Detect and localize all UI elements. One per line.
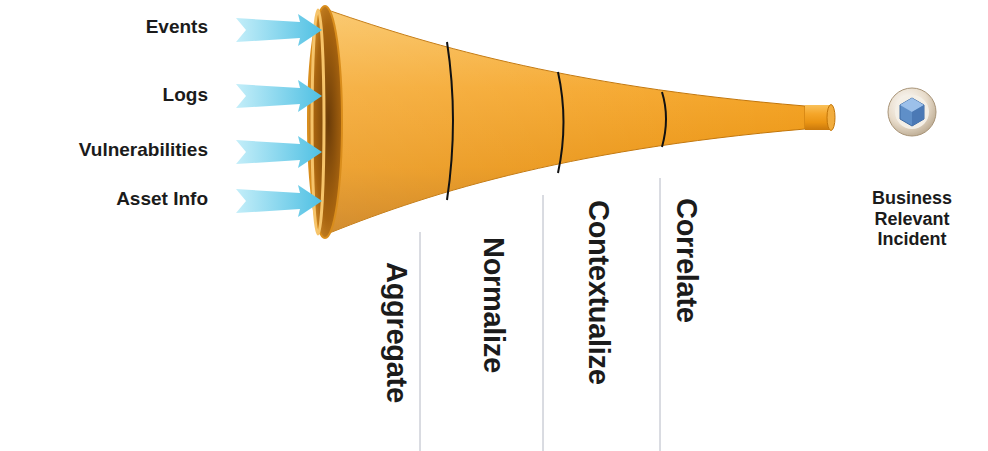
stage-dividers — [447, 42, 666, 200]
stage-label: Normalize — [477, 237, 509, 373]
input-label: Logs — [20, 85, 208, 106]
incident-node: Business Relevant Incident — [852, 84, 972, 250]
funnel-body — [308, 6, 835, 238]
input-label: Vulnerabilities — [20, 140, 208, 161]
node-label: Business Relevant Incident — [852, 188, 972, 250]
incident-icon — [884, 84, 940, 140]
stage-label: Contextualize — [582, 200, 614, 385]
stage-label: Correlate — [670, 198, 702, 323]
input-label: Events — [20, 17, 208, 38]
stage-label: Aggregate — [380, 262, 412, 403]
input-arrows — [236, 14, 322, 217]
guide-lines — [420, 178, 660, 451]
input-label: Asset Info — [20, 189, 208, 210]
